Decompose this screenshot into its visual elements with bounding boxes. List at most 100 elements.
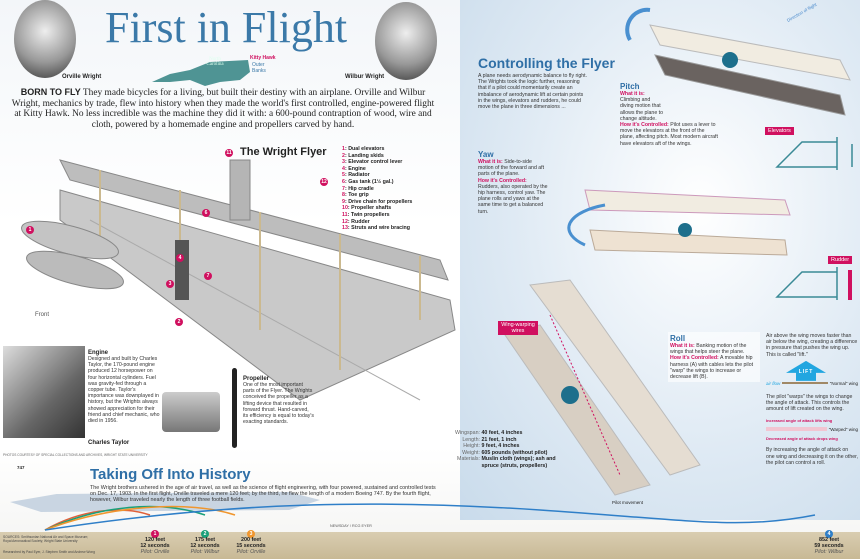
specs-table: Wingspan: 40 feet, 4 inches Length: 21 f… (440, 430, 556, 469)
rudder-diagram (775, 267, 852, 300)
roll-how: A movable hip harness (A) with cables le… (670, 355, 754, 381)
engine-text: Designed and built by Charles Taylor, th… (88, 356, 160, 425)
parts-list: 1: Dual elevators 2: Landing skids 3: El… (342, 146, 412, 232)
part-item: 8: Toe grip (342, 192, 369, 199)
marker-11: 11 (225, 149, 233, 157)
scale-note: NEWSDAY / RCG EYER (330, 524, 372, 528)
yaw-block: Yaw What it is: Side-to-side motion of t… (478, 150, 548, 215)
flight-path-2 (44, 505, 206, 531)
marker-1: 1 (26, 226, 34, 234)
pitch-what: Climbing and diving motion that allows t… (620, 97, 663, 122)
north-carolina-map (152, 60, 250, 86)
photo-caption: Charles Taylor (88, 440, 130, 446)
747-label: 747 (17, 465, 25, 470)
part-item: 1: Dual elevators (342, 146, 385, 152)
spec-row: Materials: Muslin cloth (wings); ash and… (457, 456, 556, 469)
propeller-block: Propeller One of the most important part… (243, 376, 315, 425)
increased-angle-label: Increased angle of attack lifts wing (766, 418, 833, 424)
wilbur-caption: Wilbur Wright (345, 74, 385, 80)
spec-row: Height: 9 feet, 4 inches (463, 443, 520, 449)
part-item: 13: Struts and wire bracing (342, 225, 411, 232)
spec-row: Length: 21 feet, 1 inch (462, 436, 517, 443)
elevators-tag: Elevators (765, 127, 794, 135)
charles-taylor-photo (3, 346, 85, 438)
airflow-label: air flow (766, 380, 781, 386)
pitch-title: Pitch (620, 82, 640, 91)
wright-flyer-illustration (21, 159, 456, 401)
part-item: 6: Gas tank (1½ gal.) (342, 178, 394, 185)
propeller-title: Propeller (243, 376, 270, 382)
intro-lead: BORN TO FLY (20, 87, 81, 97)
lift-arrow: LIFT (786, 360, 826, 381)
part-item: 3: Elevator control lever (342, 159, 403, 166)
sources: SOURCES: Smithsonian National Air and Sp… (3, 535, 89, 543)
part-item: 5: Radiator (342, 172, 370, 179)
rudder-tag: Rudder (828, 256, 853, 264)
decreased-angle-label: Decreased angle of attack drops wing (766, 436, 838, 442)
spec-row: Weight: 605 pounds (without pilot) (462, 449, 548, 456)
map-town-label: Kitty Hawk (250, 55, 276, 61)
pitch-plane-illustration (625, 7, 851, 116)
history-title: Taking Off Into History (90, 466, 251, 483)
pilot-movement-label: Pilot movement (612, 500, 644, 505)
flyer-heading: The Wright Flyer (240, 146, 327, 158)
roll-what: Banking motion of the wings that helps s… (670, 343, 747, 356)
yaw-what: Side-to-side motion of the forward and a… (478, 159, 545, 178)
marker-4: 4 (176, 254, 184, 262)
lift-paragraph-2: The pilot "warps" the wings to change th… (766, 393, 853, 413)
controlling-title: Controlling the Flyer (478, 55, 615, 71)
footer-strip (0, 532, 860, 559)
map-state-label: North Carolina (206, 57, 224, 67)
engine-title: Engine (88, 350, 109, 356)
pitch-block: Pitch What it is: Climbing and diving mo… (620, 82, 718, 147)
wilbur-portrait (375, 2, 437, 80)
lift-panel: Air above the wing moves faster than air… (766, 333, 858, 466)
lift-paragraph-1: Air above the wing moves faster than air… (766, 333, 858, 358)
roll-title: Roll (670, 334, 686, 343)
intro-text: They made bicycles for a living, but bui… (11, 88, 435, 130)
part-item: 11: Twin propellers (342, 211, 390, 218)
intro-paragraph: BORN TO FLY They made bicycles for a liv… (8, 87, 438, 130)
flight-paths (44, 503, 816, 531)
lift-paragraph-3: By increasing the angle of attack on one… (766, 447, 858, 466)
part-item: 2: Landing skids (342, 152, 384, 159)
warped-wing-label: "Warped" wing (828, 427, 858, 433)
front-label: Front (35, 312, 50, 318)
page-title: First in Flight (105, 3, 348, 52)
spec-row: Wingspan: 40 feet, 4 inches (454, 430, 523, 436)
photo-credit: PHOTOS COURTESY OF SPECIAL COLLECTIONS A… (3, 453, 148, 457)
flight-path-4 (44, 503, 816, 531)
history-text: The Wright brothers ushered in the age o… (90, 485, 436, 504)
boeing-747-silhouette (10, 492, 320, 512)
part-item: 12: Rudder (342, 218, 370, 225)
marker-2: 2 (175, 318, 183, 326)
elevators-diagram (775, 137, 853, 170)
yaw-title: Yaw (478, 150, 494, 159)
marker-3: 3 (166, 280, 174, 288)
marker-6: 6 (202, 209, 210, 217)
yaw-how: Rudders, also operated by the hip harnes… (478, 183, 548, 215)
roll-block: Roll What it is: Banking motion of the w… (668, 332, 760, 383)
marker-12: 12 (320, 178, 328, 186)
part-item: 9: Drive chain for propellers (342, 198, 413, 205)
yaw-plane-illustration (567, 189, 791, 256)
wing-warping-tag: Wing-warping wires (498, 321, 538, 335)
part-item: 7: Hip cradle (342, 185, 374, 192)
controlling-text: A plane needs aerodynamic balance to fly… (478, 73, 588, 111)
research-credit: Researched by Paul Eyer, J. Stephen Smit… (3, 550, 95, 554)
pitch-how: Pilot uses a lever to move the elevators… (620, 122, 718, 147)
propeller-image (232, 368, 237, 448)
orville-caption: Orville Wright (62, 74, 102, 80)
normal-wing-label: "Normal" wing (829, 380, 858, 386)
part-item: 4: Engine (342, 165, 366, 172)
part-item: 10: Propeller shafts (342, 205, 392, 212)
marker-7: 7 (204, 272, 212, 280)
engine-image (162, 392, 220, 432)
orville-portrait (14, 0, 76, 78)
map-region-label: Outer Banks (252, 62, 266, 74)
propeller-text: One of the most important parts of the F… (243, 382, 314, 426)
